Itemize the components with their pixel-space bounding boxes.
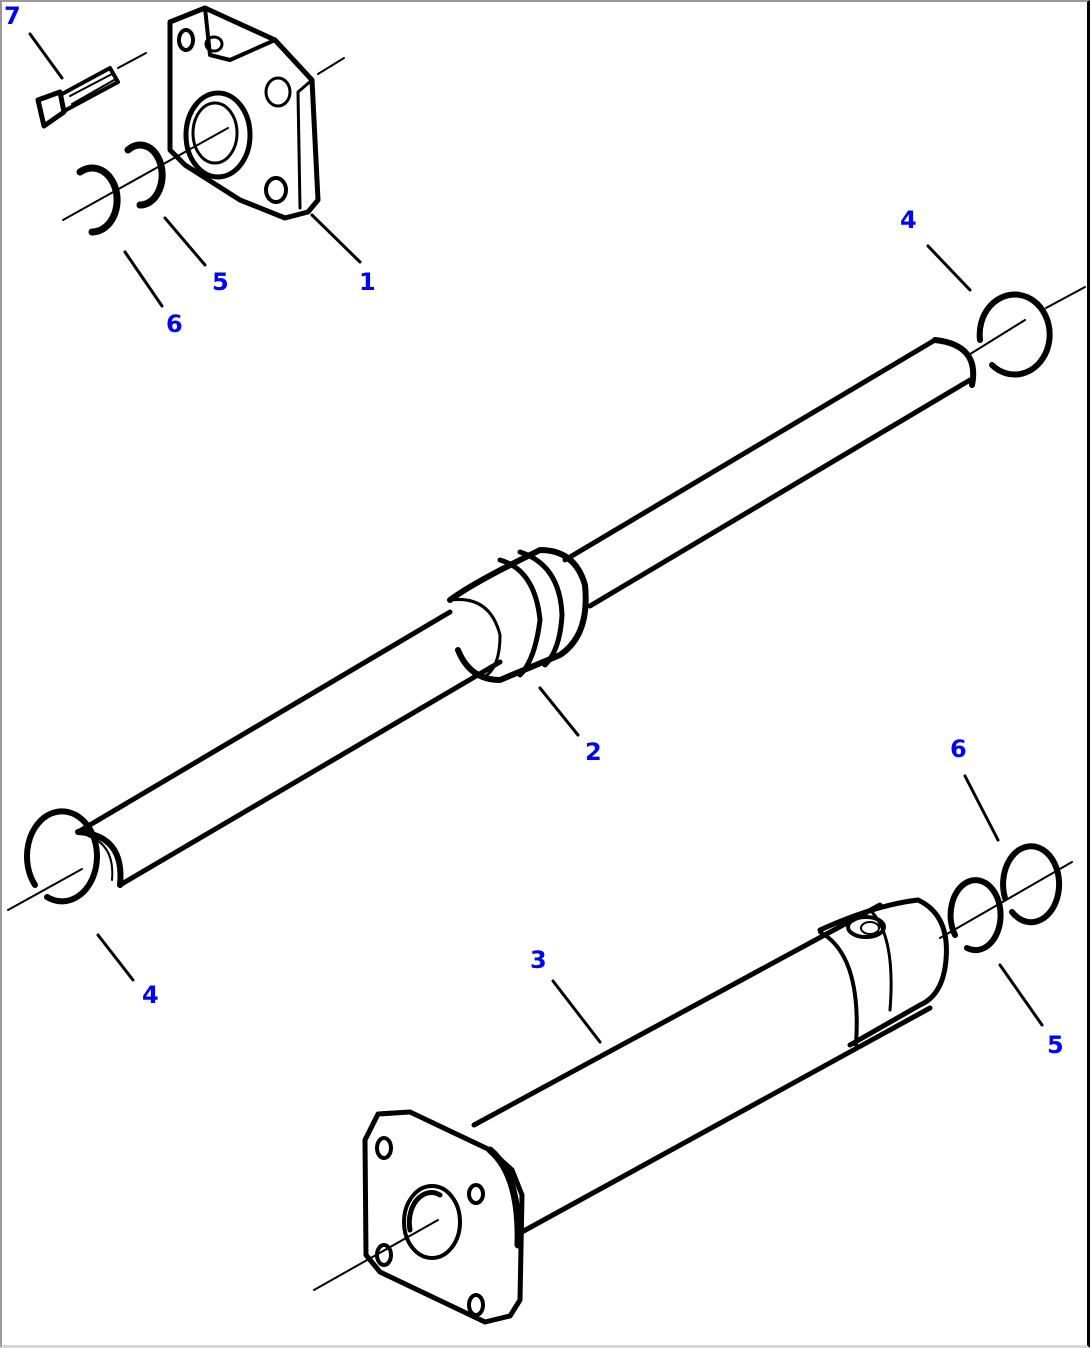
callout-2: 2 [585,738,602,766]
callout-4-top: 4 [900,206,917,234]
rings-top-parts-5-6 [62,127,229,308]
callout-6-top: 6 [166,310,183,338]
bolt-part-7 [28,32,147,129]
piston-rod-part-2 [75,337,977,888]
cylinder-tube-part-3 [313,897,949,1325]
callout-1: 1 [359,268,376,296]
callout-4-bottom: 4 [142,981,159,1009]
callout-5-top: 5 [212,268,229,296]
callout-7: 7 [4,2,21,30]
snap-ring-top-part-4 [926,244,1086,378]
flange-cap-part-1 [167,5,362,264]
callout-3: 3 [530,946,547,974]
rings-bottom-parts-5-6 [939,774,1073,1027]
snap-ring-bottom-part-4 [7,808,135,982]
callout-5-bottom: 5 [1047,1031,1064,1059]
callout-6-bottom: 6 [950,735,967,763]
